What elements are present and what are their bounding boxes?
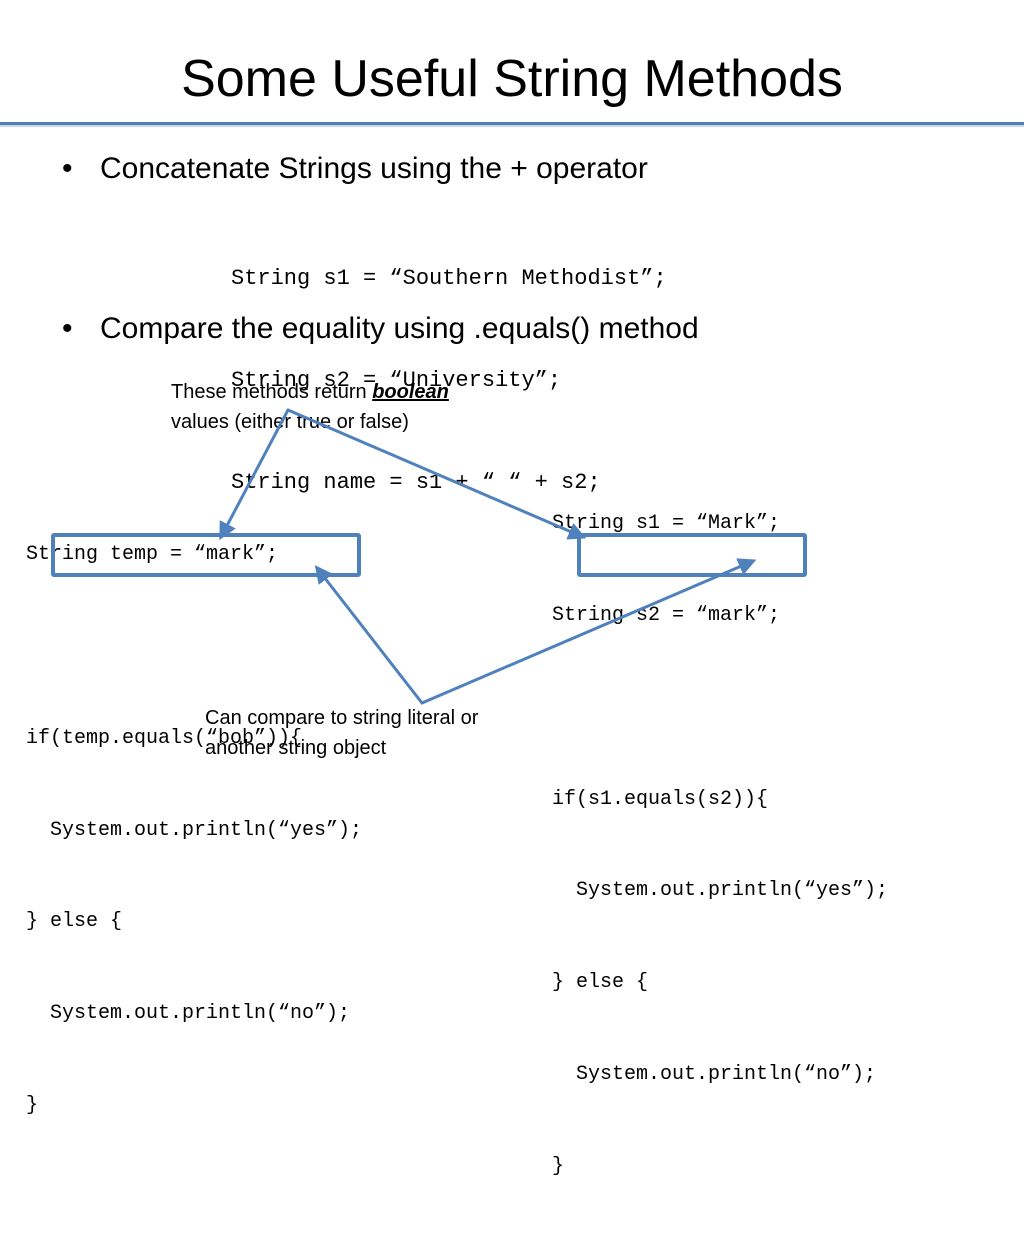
code-line: } else { <box>26 910 123 934</box>
code-line: } else { <box>552 971 649 995</box>
title-divider <box>0 122 1024 125</box>
code-line: if(temp.equals(“bob”)){ <box>26 726 303 750</box>
bullet-compare: • Compare the equality using .equals() m… <box>62 311 699 347</box>
code-line: String s1 = “Southern Methodist”; <box>231 266 667 291</box>
code-line: System.out.println(“no”); <box>552 1062 877 1086</box>
note-line: values (either true or false) <box>171 411 409 433</box>
note-line: another string object <box>205 737 387 759</box>
note-compare: Can compare to string literal or another… <box>205 703 478 763</box>
boolean-emphasis: boolean <box>372 381 449 403</box>
bullet-concatenate: • Concatenate Strings using the + operat… <box>62 151 648 187</box>
code-line: if(s1.equals(s2)){ <box>552 787 769 811</box>
note-prefix: These methods return <box>171 381 373 403</box>
title-divider-shadow <box>0 125 1024 127</box>
code-line <box>552 693 888 724</box>
slide: Some Useful String Methods • Concatenate… <box>0 50 1024 1178</box>
bullet-text: Compare the equality using .equals() met… <box>100 312 699 345</box>
code-line: System.out.println(“yes”); <box>26 818 363 842</box>
code-line: String temp = “mark”; <box>26 543 279 567</box>
highlight-box-right <box>577 533 807 577</box>
code-line: } <box>552 1154 565 1178</box>
code-line: String s2 = “mark”; <box>552 603 781 627</box>
bullet-dot: • <box>62 152 73 185</box>
note-line: Can compare to string literal or <box>205 707 479 729</box>
note-line: These methods return boolean <box>171 377 449 407</box>
slide-title: Some Useful String Methods <box>181 50 843 108</box>
bullet-dot: • <box>62 312 73 345</box>
code-line: System.out.println(“no”); <box>26 1002 351 1026</box>
code-line: System.out.println(“yes”); <box>552 879 889 903</box>
code-line: } <box>26 1093 39 1117</box>
code-line: String s2 = “University”; <box>231 368 562 393</box>
left-code-block: String temp = “mark”; if(temp.equals(“bo… <box>26 479 362 1183</box>
code-line <box>26 632 362 663</box>
highlight-box-left <box>51 533 361 577</box>
note-boolean: These methods return boolean values (eit… <box>171 377 449 437</box>
bullet-text: Concatenate Strings using the + operator <box>100 152 648 185</box>
